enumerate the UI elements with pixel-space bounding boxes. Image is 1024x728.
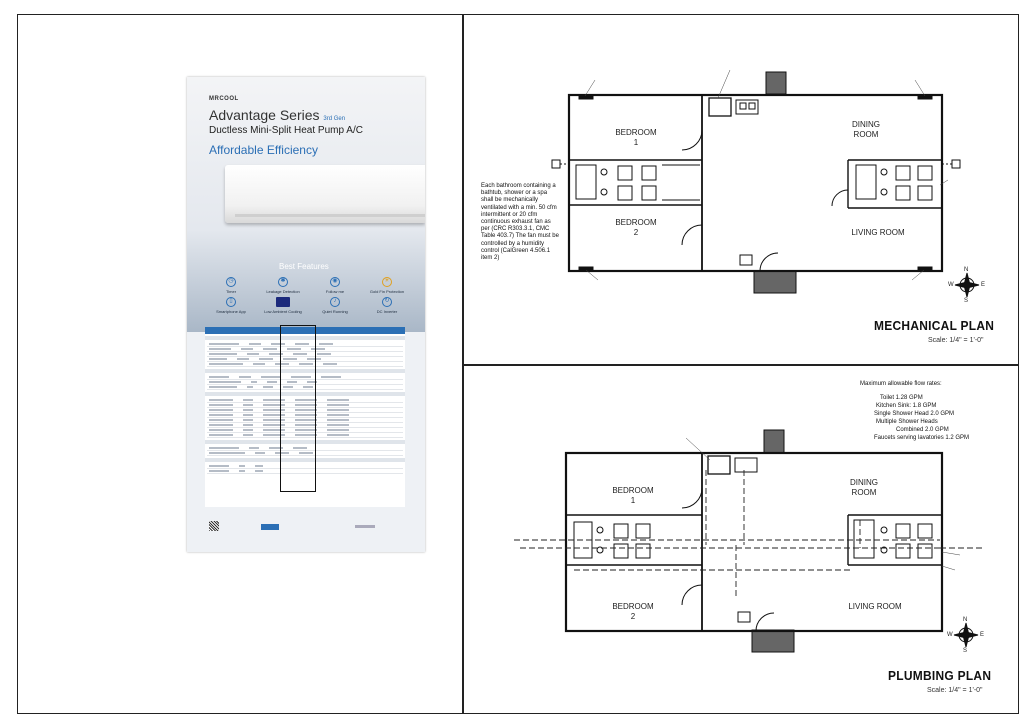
mechanical-plan-drawing [551,71,961,294]
highlight-box [280,325,316,492]
mech-room-bedroom2: BEDROOM 2 [615,218,657,237]
chimney-bottom [753,270,797,294]
brand-logo: MRCOOL [209,96,239,102]
feature-label: Timer [225,289,237,294]
feature-timer: ◷ Timer [207,277,255,294]
series-name: Advantage Series [209,107,320,123]
compass-rose-mech [954,272,980,298]
brochure-footer [205,517,405,539]
horizontal-divider [462,364,1019,366]
follow-icon: ◉ [330,277,340,287]
feature-icons: ◷ Timer ✱ Leakage Detection ◉ Follow me ☀ Go… [187,273,425,333]
plumb-room-bedroom2: BEDROOM 2 [612,602,654,621]
quiet-icon: ♪ [330,297,340,307]
feature-app: ▯ Smartphone App [207,297,255,314]
plumbing-plan-drawing [564,429,944,653]
mechanical-scale: Scale: 1/4" = 1'-0" [928,337,984,344]
compass-rose-plumb [953,622,979,648]
qr-code-icon [209,521,219,531]
feature-label: Quiet Running [322,309,348,314]
flow-heading: Maximum allowable flow rates: [860,381,942,387]
plumbing-pipes [514,470,985,598]
plumb-outer-wall [564,451,944,633]
plumb-leaders [685,437,961,571]
feature-lowambient: Low Ambient Cooling [259,297,307,314]
feature-label: DC Inverter [376,309,398,314]
compass-s-plumb: S [963,648,968,654]
compass-s-mech: S [964,298,969,304]
leak-icon: ✱ [278,277,288,287]
website-url [355,525,375,528]
flow-rate-4: Combined 2.0 GPM [896,427,949,433]
feature-goldfin: ☀ Gold Fin Protection [363,277,411,294]
flow-rate-0: Toilet 1.28 GPM [880,395,923,401]
chimney-top-plumb [763,429,785,454]
ac-unit-image [225,165,425,223]
flow-rate-2: Single Shower Head 2.0 GPM [874,411,955,417]
specifications-table [205,327,405,507]
inverter-icon: ↻ [382,297,392,307]
flow-rate-3: Multiple Shower Heads [876,419,938,425]
generation-label: 3rd Gen [323,116,346,122]
feature-label: Leakage Detection [266,289,300,294]
feature-inverter: ↻ DC Inverter [363,297,411,314]
ac-vent [235,214,425,217]
compass-n-plumb: N [963,617,968,623]
mech-leaders [584,69,949,281]
spec-header [205,327,405,334]
mechanical-plan-title: MECHANICAL PLAN [874,318,995,333]
plumbing-plan-title: PLUMBING PLAN [888,668,992,683]
mech-room-bedroom1: BEDROOM 1 [615,128,657,147]
flow-rate-5: Faucets serving lavatories 1.2 GPM [874,435,970,441]
compass-w-plumb: W [947,632,953,638]
badge-icon [276,297,290,307]
cert-logo-icon [261,524,279,530]
feature-label: Low Ambient Cooling [264,309,302,314]
ventilation-note: Each bathroom containing a bathtub, show… [481,183,559,262]
feature-follow: ◉ Follow me [311,277,359,294]
compass-n-mech: N [964,267,969,273]
mech-outer-wall [567,93,944,273]
plumb-room-living: LIVING ROOM [848,602,902,611]
product-tagline: Affordable Efficiency [209,143,318,157]
plumbing-scale: Scale: 1/4" = 1'-0" [927,687,983,694]
timer-icon: ◷ [226,277,236,287]
compass-e-mech: E [981,282,986,288]
mech-room-living: LIVING ROOM [851,228,905,237]
feature-leakage: ✱ Leakage Detection [259,277,307,294]
plumb-room-dining: DINING ROOM [850,478,878,497]
chimney-bottom-plumb [751,629,795,653]
feature-quiet: ♪ Quiet Running [311,297,359,314]
chimney-top [765,71,787,95]
features-heading: Best Features [279,262,329,271]
series-title: Advantage Series 3rd Gen [209,107,345,123]
flow-rate-1: Kitchen Sink: 1.8 GPM [876,403,937,409]
sun-icon: ☀ [382,277,392,287]
phone-icon: ▯ [226,297,236,307]
plumb-room-bedroom1: BEDROOM 1 [612,486,654,505]
product-subtitle: Ductless Mini-Split Heat Pump A/C [209,125,363,136]
compass-e-plumb: E [980,632,985,638]
spec-section [205,336,405,340]
compass-w-mech: W [948,282,954,288]
mech-room-dining: DINING ROOM [852,120,880,139]
feature-label: Gold Fin Protection [369,289,405,294]
feature-label: Follow me [325,289,345,294]
feature-label: Smartphone App [216,309,246,314]
product-brochure: MRCOOL Advantage Series 3rd Gen Ductless… [187,77,425,552]
